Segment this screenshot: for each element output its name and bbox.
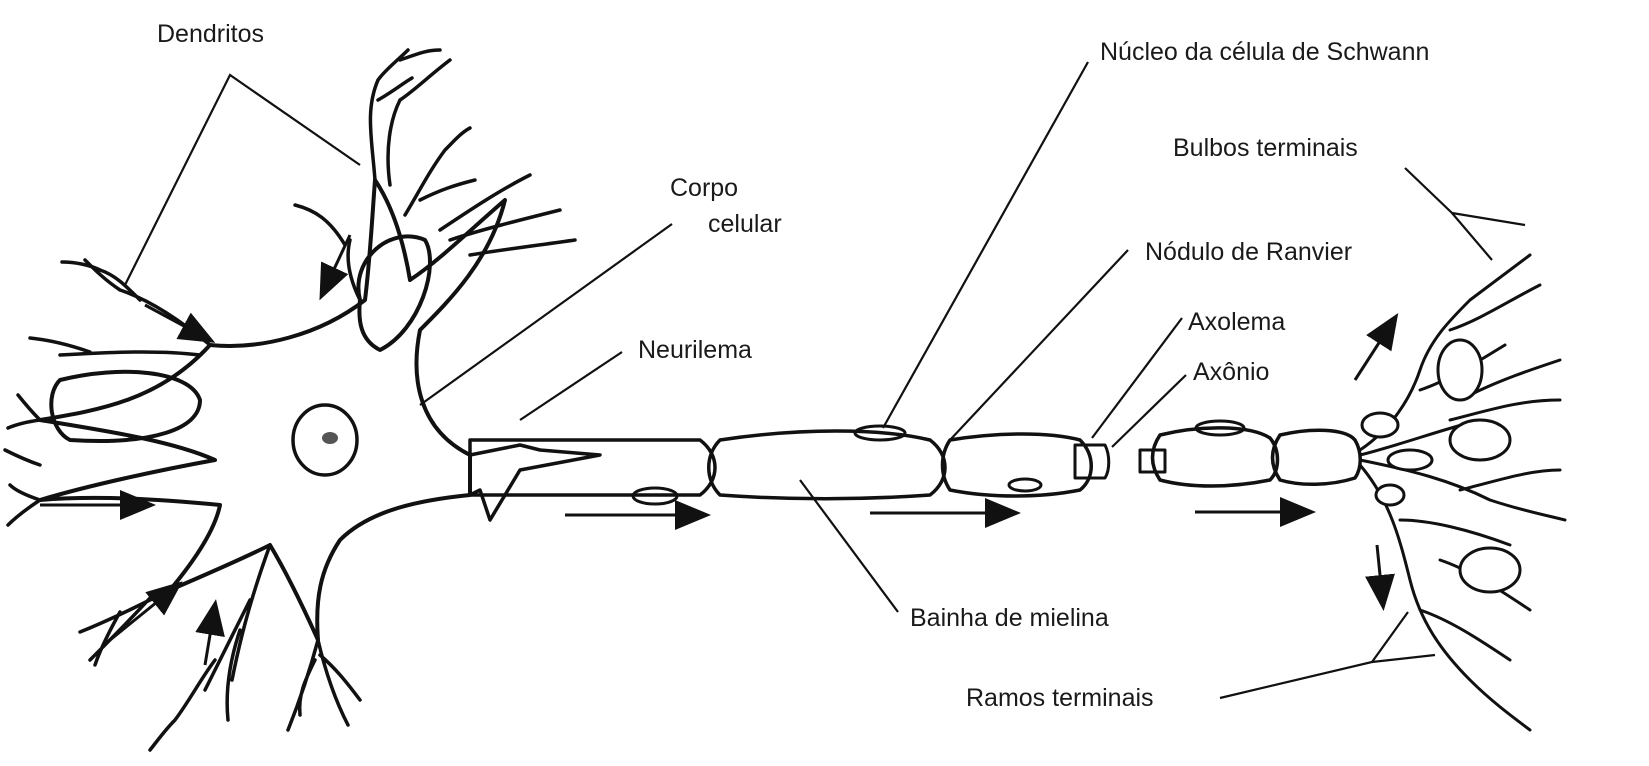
label-nucleo-schwann: Núcleo da célula de Schwann bbox=[1100, 38, 1429, 66]
label-corpo-celular-line2: celular bbox=[708, 210, 782, 238]
label-axolema: Axolema bbox=[1188, 308, 1285, 336]
leader-axolema bbox=[1092, 318, 1182, 438]
leader-bulbos bbox=[1405, 168, 1492, 260]
leader-ramos-terminais bbox=[1220, 612, 1408, 698]
label-nodulo-ranvier: Nódulo de Ranvier bbox=[1145, 238, 1352, 266]
leader-corpo-celular bbox=[420, 224, 672, 405]
signal-direction-arrows bbox=[40, 235, 1395, 665]
arrow-terminal-1 bbox=[1355, 318, 1395, 380]
cell-body bbox=[40, 180, 505, 640]
label-neurilema: Neurilema bbox=[638, 336, 752, 364]
label-bulbos-terminais: Bulbos terminais bbox=[1173, 134, 1358, 162]
dendrites bbox=[5, 50, 575, 750]
label-axonio: Axônio bbox=[1193, 358, 1269, 386]
arrow-dendrite-1 bbox=[145, 305, 210, 340]
leader-nodulo-ranvier bbox=[950, 250, 1128, 440]
label-corpo-celular-line1: Corpo bbox=[670, 174, 738, 202]
arrow-dendrite-5 bbox=[205, 605, 215, 665]
axon bbox=[470, 421, 1360, 520]
leader-neurilema bbox=[520, 352, 622, 420]
label-dendritos: Dendritos bbox=[157, 20, 264, 48]
label-ramos-terminais: Ramos terminais bbox=[966, 684, 1154, 712]
leader-nucleo-schwann bbox=[883, 62, 1088, 428]
label-bainha-mielina: Bainha de mielina bbox=[910, 604, 1109, 632]
leader-axonio bbox=[1112, 375, 1186, 447]
leader-dendritos bbox=[125, 75, 360, 285]
arrow-dendrite-2 bbox=[322, 235, 350, 295]
arrow-terminal-2 bbox=[1377, 545, 1383, 605]
labels: Dendritos Corpo celular Neurilema Núcleo… bbox=[157, 20, 1429, 712]
